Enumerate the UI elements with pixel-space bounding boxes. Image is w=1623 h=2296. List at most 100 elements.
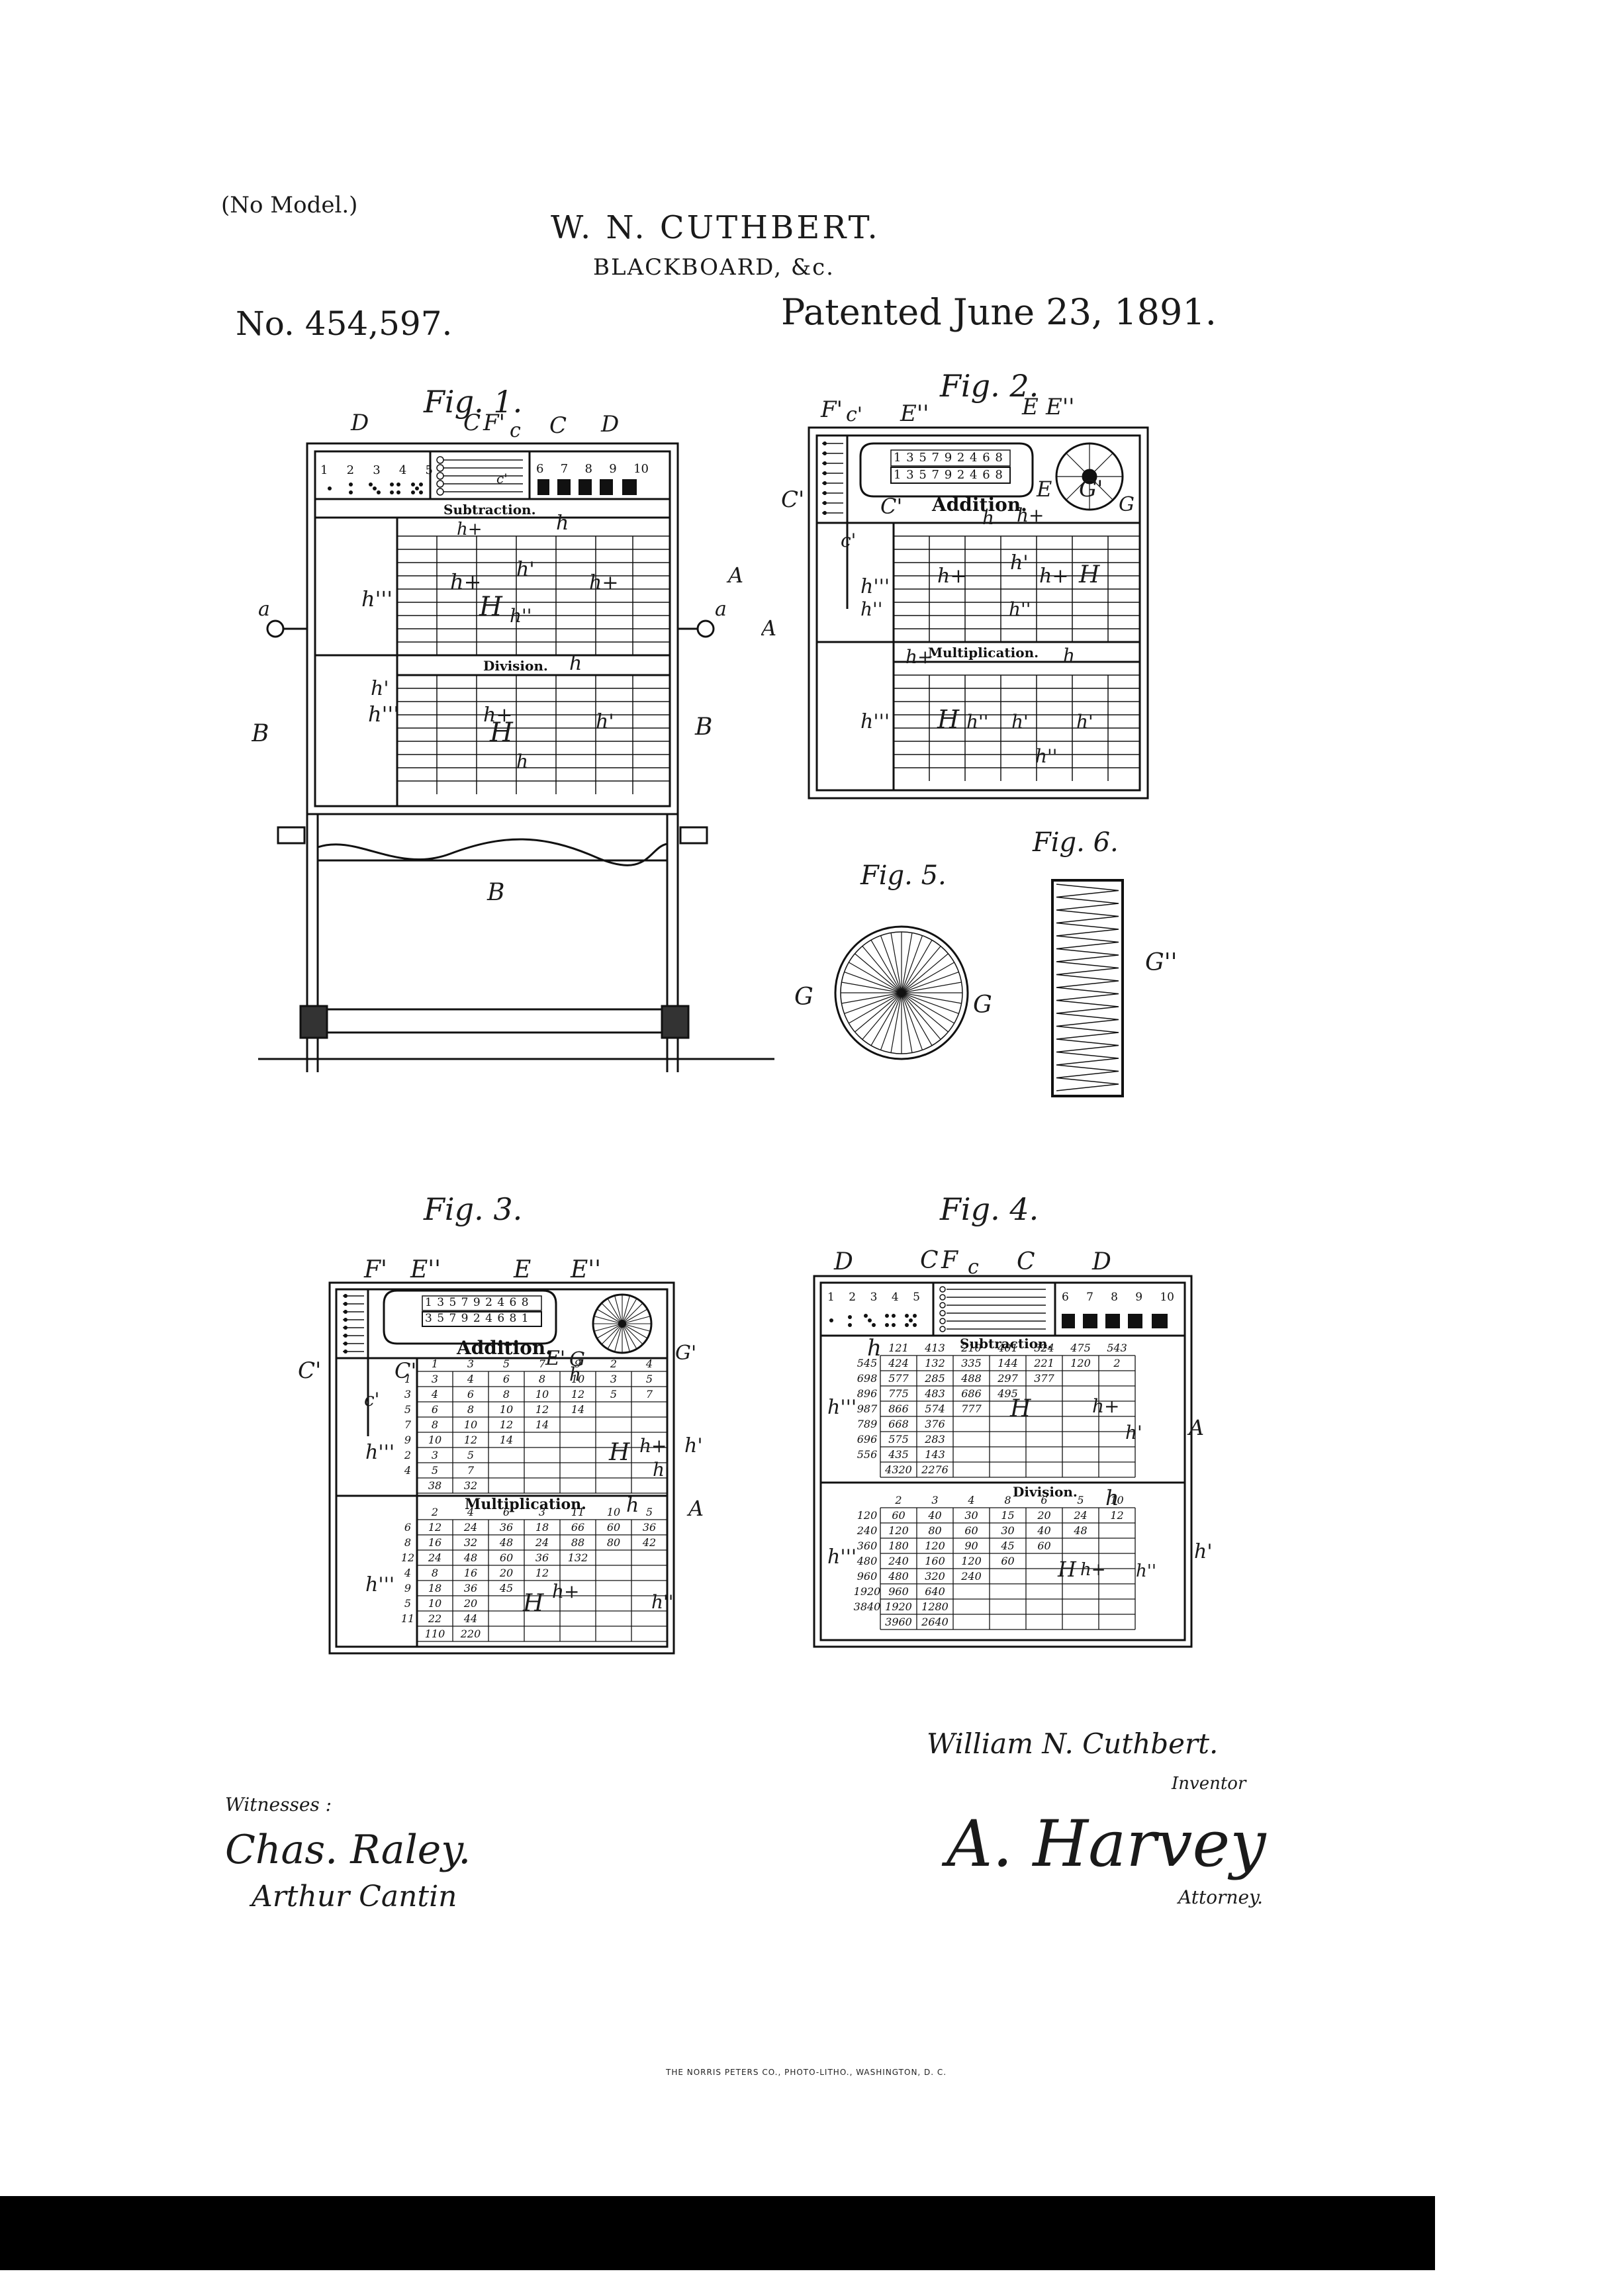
svg-text:h'': h''	[510, 605, 532, 627]
svg-text:G: G	[794, 984, 813, 1011]
fig4-subtraction-cell: 574	[925, 1402, 945, 1415]
fig3-multiplication-cell: 32	[464, 1536, 477, 1549]
fig3-addition-row-key: 2	[404, 1449, 411, 1461]
svg-text:E'': E''	[570, 1256, 601, 1283]
fig4-subtraction-heading: Subtraction.	[960, 1336, 1052, 1352]
fig4-division-row-key: 1920	[854, 1585, 881, 1598]
fig4-division-cell: 120	[925, 1539, 945, 1552]
svg-text:F': F'	[820, 396, 843, 423]
fig4-division-header-cell: 2	[894, 1494, 902, 1506]
fig4-division-cell: 90	[964, 1539, 978, 1552]
svg-text:h'': h''	[651, 1591, 673, 1613]
fig4-division-header-cell: 8	[1004, 1494, 1011, 1506]
svg-text:B: B	[487, 879, 504, 906]
fig4-subtraction-header-cell: 401	[997, 1342, 1018, 1354]
fig4-division-cell: 80	[928, 1524, 941, 1537]
fig4-division-cell: 240	[888, 1555, 909, 1567]
svg-text:h: h	[569, 1363, 581, 1385]
fig3-multiplication-cell: 110	[425, 1628, 445, 1640]
svg-text:h''': h'''	[365, 1573, 394, 1596]
fig3-multiplication-cell: 24	[535, 1536, 549, 1549]
fig4-division-cell: 2640	[921, 1616, 949, 1628]
fig3-addition-cell: 10	[428, 1434, 441, 1446]
fig3-addition-cell: 8	[467, 1403, 474, 1416]
svg-text:h''': h'''	[365, 1441, 394, 1464]
fig3-addition-header-cell: 2	[610, 1357, 617, 1370]
fig4-top-number: 9	[1135, 1291, 1143, 1304]
svg-text:a: a	[715, 598, 727, 621]
fig3-addition-header-cell: 3	[467, 1357, 474, 1370]
svg-text:h+: h+	[1080, 1560, 1106, 1580]
fig4-top-number: 6	[1062, 1291, 1069, 1304]
fig4-division-cell: 12	[1110, 1509, 1123, 1522]
fig3-multiplication-header-cell: 6	[503, 1506, 510, 1518]
svg-text:h': h'	[653, 1459, 670, 1481]
svg-text:h: h	[982, 507, 994, 529]
fig4-subtraction-cell: 866	[888, 1402, 909, 1415]
inventor-name-heading: W. N. CUTHBERT.	[551, 209, 880, 246]
fig3-multiplication-cell: 80	[607, 1536, 620, 1549]
fig3-multiplication-cell: 36	[464, 1582, 477, 1594]
fig4-division-header-cell: 10	[1110, 1494, 1123, 1506]
fig3-addition-cell: 5	[432, 1464, 438, 1477]
svg-text:E: E	[513, 1256, 531, 1283]
fig4-division-cell: 3960	[885, 1616, 912, 1628]
svg-text:D: D	[1091, 1248, 1111, 1275]
fig1-top-number: 9	[609, 462, 617, 476]
fig3-addition-cell: 3	[610, 1373, 617, 1385]
fig4-subtraction-cell: 285	[924, 1372, 945, 1385]
svg-text:h'': h''	[966, 711, 988, 733]
fig4-subtraction-cell: 483	[924, 1387, 945, 1400]
svg-text:B: B	[252, 720, 269, 747]
svg-text:h''': h'''	[827, 1545, 857, 1569]
svg-text:c': c'	[841, 529, 856, 551]
fig3-addition-cell: 6	[503, 1373, 510, 1385]
fig4-division-cell: 160	[925, 1555, 945, 1567]
svg-text:A: A	[726, 563, 743, 588]
figure-2-caption: Fig. 2.	[940, 368, 1039, 404]
svg-text:H: H	[1057, 1557, 1077, 1582]
svg-text:F: F	[941, 1247, 959, 1274]
fig1-top-number: 8	[584, 462, 592, 476]
inventor-label: Inventor	[1172, 1774, 1246, 1794]
svg-text:F': F'	[483, 410, 505, 436]
svg-text:G': G'	[675, 1342, 696, 1365]
fig4-division-cell: 60	[1037, 1539, 1050, 1552]
fig3-multiplication-row-key: 6	[404, 1521, 411, 1534]
fig4-division-cell: 1920	[885, 1600, 912, 1613]
no-model-note: (No Model.)	[221, 192, 358, 218]
fig1-division-heading: Division.	[483, 658, 548, 674]
fig3-addition-row-key: 3	[404, 1388, 411, 1401]
fig1-label-c-prime: c'	[496, 471, 508, 486]
fig4-subtraction-cell: 488	[960, 1372, 982, 1385]
fig4-top-number: 5	[913, 1291, 920, 1304]
svg-text:h: h	[1105, 1485, 1119, 1510]
fig3-addition-cell: 12	[571, 1388, 584, 1401]
fig3-addition-cell: 6	[467, 1388, 474, 1401]
figure-5-drawing: G G	[794, 925, 992, 1060]
fig3-multiplication-row-key: 5	[404, 1597, 411, 1610]
svg-text:C': C'	[781, 486, 804, 513]
fig4-division-cell: 45	[1000, 1539, 1014, 1552]
fig4-subtraction-cell: 2	[1113, 1357, 1120, 1369]
fig3-multiplication-cell: 45	[499, 1582, 513, 1594]
svg-text:h: h	[556, 512, 569, 535]
svg-text:h: h	[516, 751, 528, 772]
svg-text:G': G'	[1079, 476, 1103, 502]
figure-6-caption: Fig. 6.	[1033, 827, 1119, 858]
fig3-multiplication-cell: 22	[428, 1612, 441, 1625]
fig3-addition-row-key: 9	[404, 1434, 411, 1446]
figure-2: Fig. 2.	[761, 357, 1185, 821]
fig3-addition-row-key: 5	[404, 1403, 411, 1416]
fig3-multiplication-cell: 36	[535, 1551, 549, 1564]
svg-text:E'': E''	[410, 1256, 441, 1283]
patent-date: Patented June 23, 1891.	[781, 291, 1217, 333]
svg-text:E': E'	[545, 1347, 565, 1370]
fig3-multiplication-header-cell: 10	[607, 1506, 620, 1518]
fig3-multiplication-heading: Multiplication.	[465, 1496, 586, 1513]
fig3-addition-cell: 4	[431, 1388, 438, 1401]
svg-text:h''': h'''	[361, 586, 393, 612]
fig1-top-number: 3	[373, 463, 381, 477]
svg-text:h+: h+	[552, 1581, 580, 1602]
